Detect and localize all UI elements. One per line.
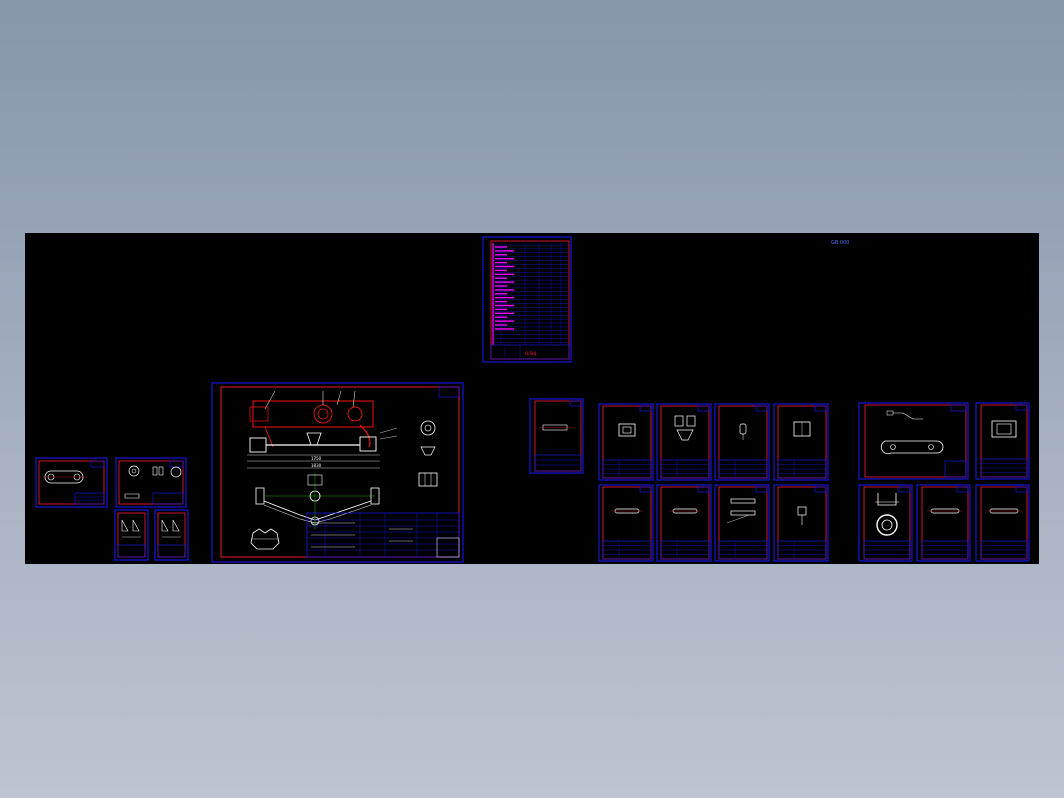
sheet-small-1[interactable] — [35, 457, 108, 508]
assembly-axle-top-view — [255, 473, 380, 529]
sheet-part-4[interactable] — [773, 403, 829, 481]
sheet-small-2[interactable] — [115, 457, 187, 508]
sheet-part-3[interactable] — [714, 403, 770, 481]
sheet-right-2[interactable] — [858, 484, 913, 562]
svg-text:GB 000: GB 000 — [831, 240, 849, 246]
sheet-bom[interactable]: Q/SHJ — [482, 236, 572, 363]
sheet-mid[interactable] — [529, 398, 584, 474]
cad-model-space[interactable]: 1750 1830 — [25, 233, 1039, 564]
sheet-small-3[interactable] — [114, 509, 149, 561]
sheet-part-8[interactable] — [773, 484, 829, 562]
assembly-red-top-view — [249, 390, 374, 448]
top-right-tag: GB 000 — [831, 240, 849, 246]
sheet-part-2[interactable] — [656, 403, 712, 481]
sheet-part-5[interactable] — [598, 484, 654, 562]
sheet-right-3[interactable] — [916, 484, 971, 562]
sheet-part-7[interactable] — [714, 484, 770, 562]
parts-grid — [598, 403, 829, 562]
assembly-axle-front-view: 1750 1830 — [247, 427, 398, 469]
bom-stamp: Q/SHJ — [525, 351, 536, 356]
bom-rows — [491, 243, 569, 345]
assembly-side-details — [418, 420, 438, 487]
sheet-small-4[interactable] — [154, 509, 189, 561]
assembly-section-detail — [250, 528, 280, 550]
assembly-dim-1: 1750 — [311, 456, 322, 461]
sheet-part-6[interactable] — [656, 484, 712, 562]
assembly-dim-2: 1830 — [311, 463, 322, 468]
assembly-title-block — [306, 512, 460, 558]
sheet-assembly[interactable]: 1750 1830 — [211, 382, 464, 563]
sheet-right-large[interactable] — [858, 402, 969, 480]
cad-drawing: 1750 1830 — [35, 236, 1030, 563]
sheet-part-1[interactable] — [598, 403, 654, 481]
sheet-right-4[interactable] — [975, 484, 1030, 562]
sheet-right-1[interactable] — [975, 402, 1030, 480]
right-group — [858, 402, 1030, 562]
